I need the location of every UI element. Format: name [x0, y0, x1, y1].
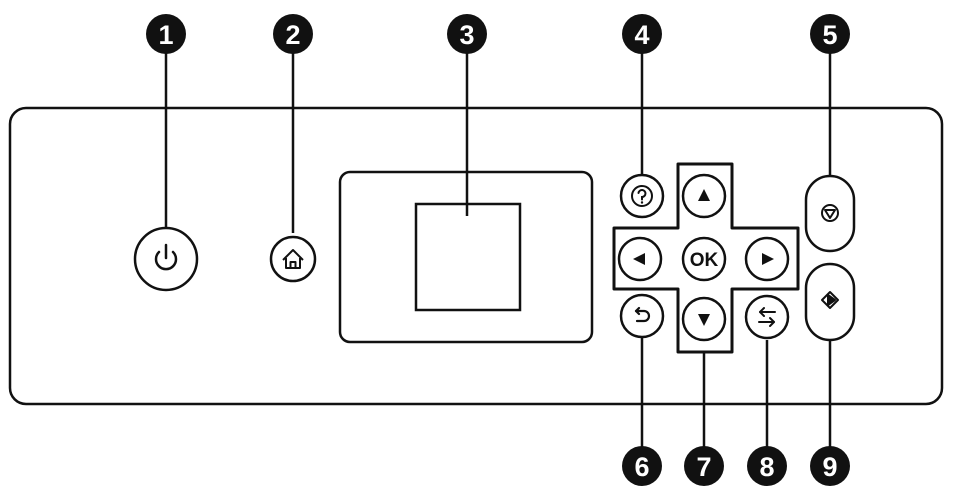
toggle-button[interactable] [744, 294, 790, 340]
ok-button-label: OK [690, 250, 719, 271]
right-button[interactable] [744, 236, 790, 282]
callout-1: 1 [146, 14, 186, 54]
down-button[interactable] [681, 296, 727, 342]
stop-button[interactable] [804, 174, 856, 253]
callout-6: 6 [622, 446, 662, 486]
leader-lines-top [164, 34, 832, 233]
help-button[interactable] [619, 173, 665, 219]
start-icon [821, 291, 839, 309]
callout-6-number: 6 [634, 452, 649, 482]
toggle-icon [758, 307, 776, 327]
callout-9: 9 [810, 446, 850, 486]
callout-8-number: 8 [759, 452, 774, 482]
stop-icon [821, 204, 839, 222]
home-icon [282, 249, 304, 269]
callout-8: 8 [747, 446, 787, 486]
power-icon [154, 243, 178, 271]
back-button[interactable] [619, 293, 665, 339]
start-button[interactable] [804, 262, 856, 342]
callout-7-number: 7 [696, 452, 711, 482]
home-button[interactable] [269, 235, 317, 283]
callout-4: 4 [622, 14, 662, 54]
callout-7: 7 [684, 446, 724, 486]
callout-3-number: 3 [459, 20, 474, 50]
callout-5: 5 [810, 14, 850, 54]
callout-1-number: 1 [158, 20, 173, 50]
callout-9-number: 9 [822, 452, 837, 482]
help-icon [631, 185, 653, 207]
callout-4-number: 4 [634, 20, 649, 50]
dpad-outline [612, 162, 800, 354]
ok-button[interactable]: OK [681, 236, 727, 282]
up-arrow-icon [698, 189, 710, 201]
callout-2: 2 [273, 14, 313, 54]
right-arrow-icon [762, 253, 774, 265]
down-arrow-icon [698, 314, 710, 326]
callout-5-number: 5 [822, 20, 837, 50]
power-button[interactable] [133, 226, 199, 292]
up-button[interactable] [681, 173, 727, 219]
left-arrow-icon [633, 253, 645, 265]
callout-2-number: 2 [285, 20, 300, 50]
callout-3: 3 [447, 14, 487, 54]
left-button[interactable] [617, 236, 663, 282]
back-icon [634, 306, 651, 323]
